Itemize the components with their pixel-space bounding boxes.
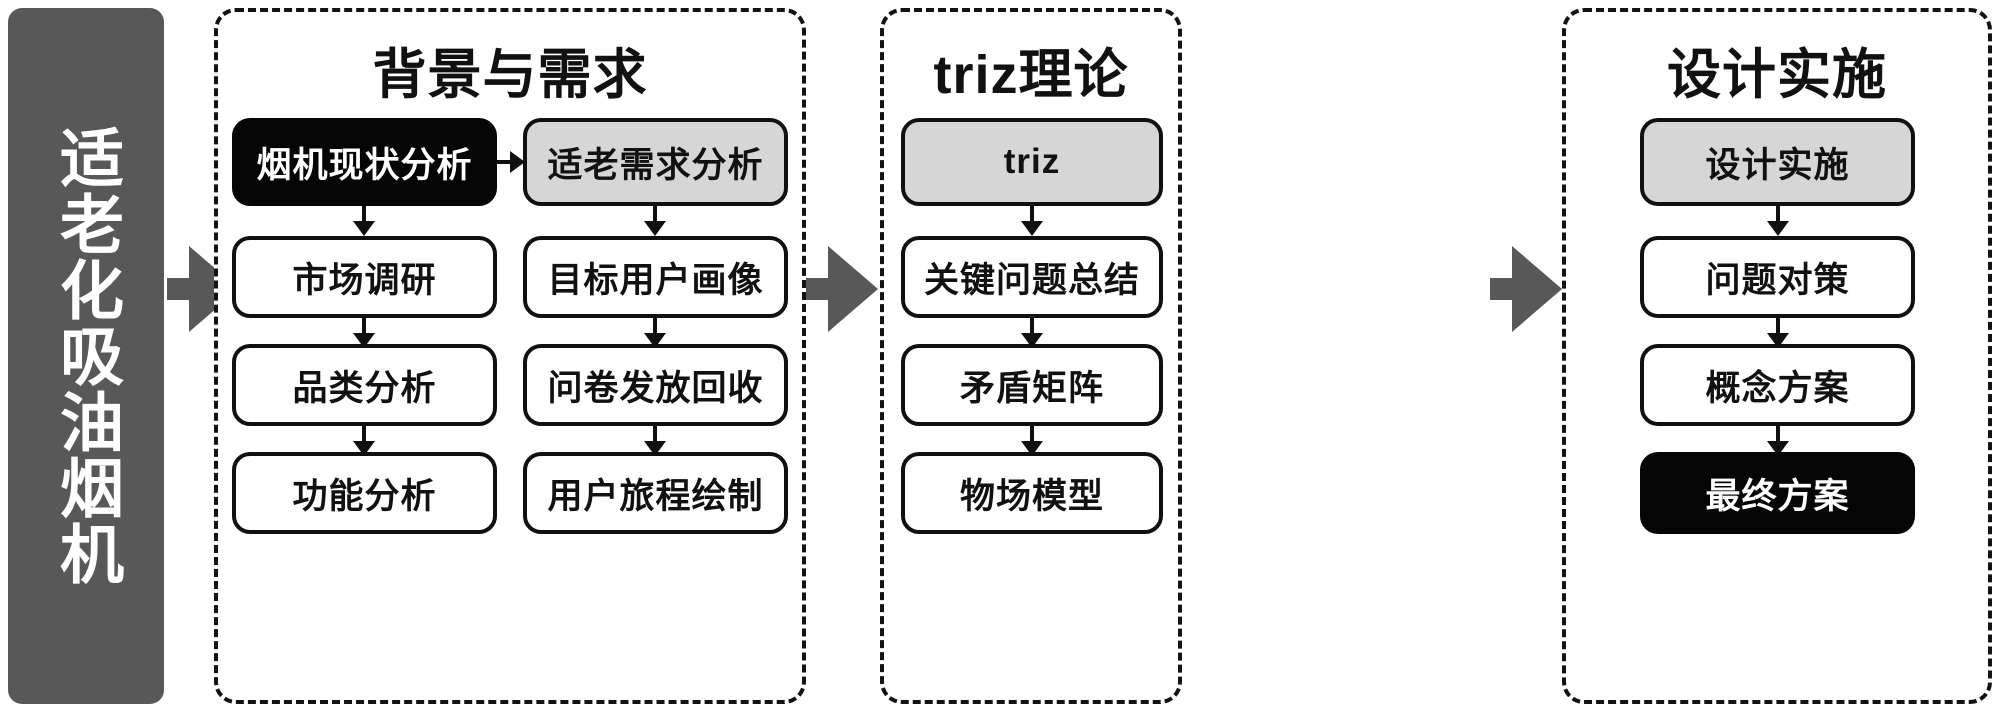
node-user-journey-mapping[interactable]: 用户旅程绘制 [523, 452, 788, 534]
node-elderly-demand-analysis[interactable]: 适老需求分析 [523, 118, 788, 206]
arrow-shaft [1490, 278, 1516, 300]
group-title-design: 设计实施 [1667, 45, 1887, 105]
node-triz[interactable]: triz [901, 118, 1163, 206]
arrow-head [828, 246, 878, 332]
connector-line [362, 426, 366, 444]
node-category-analysis[interactable]: 品类分析 [232, 344, 497, 426]
connector-status-to-market [353, 206, 375, 236]
connector-line [1776, 318, 1780, 336]
project-banner-label: 适老化吸油烟机 [50, 125, 123, 587]
group-title-background: 背景与需求 [372, 45, 648, 105]
connector-arrowhead [510, 151, 525, 173]
connector-line [653, 426, 657, 444]
connector-line [653, 206, 657, 224]
project-banner: 适老化吸油烟机 [8, 8, 164, 704]
node-questionnaire-collection[interactable]: 问卷发放回收 [523, 344, 788, 426]
connector-line [362, 318, 366, 336]
node-smoke-machine-status[interactable]: 烟机现状分析 [232, 118, 497, 206]
connector-arrowhead [353, 221, 375, 236]
connector-line [497, 160, 513, 164]
connector-line [1030, 318, 1034, 336]
node-function-analysis[interactable]: 功能分析 [232, 452, 497, 534]
connector-line [1776, 426, 1780, 444]
node-key-problem-summary[interactable]: 关键问题总结 [901, 236, 1163, 318]
connector-line [362, 206, 366, 224]
arrow-shaft [806, 278, 832, 300]
connector-line [653, 318, 657, 336]
node-contradiction-matrix[interactable]: 矛盾矩阵 [901, 344, 1163, 426]
node-substance-field-model[interactable]: 物场模型 [901, 452, 1163, 534]
node-market-research[interactable]: 市场调研 [232, 236, 497, 318]
connector-arrowhead [1767, 221, 1789, 236]
connector-status-to-demand [497, 151, 525, 173]
connector-design-to-countermeasure [1767, 206, 1789, 236]
node-concept-scheme[interactable]: 概念方案 [1640, 344, 1915, 426]
connector-arrowhead [644, 221, 666, 236]
node-problem-countermeasure[interactable]: 问题对策 [1640, 236, 1915, 318]
node-design-implementation[interactable]: 设计实施 [1640, 118, 1915, 206]
connector-line [1030, 426, 1034, 444]
connector-triz-to-key-problems [1021, 206, 1043, 236]
connector-line [1776, 206, 1780, 224]
arrow-shaft [167, 278, 193, 300]
arrow-head [1512, 246, 1562, 332]
node-final-scheme[interactable]: 最终方案 [1640, 452, 1915, 534]
node-target-user-persona[interactable]: 目标用户画像 [523, 236, 788, 318]
connector-line [1030, 206, 1034, 224]
connector-demand-to-persona [644, 206, 666, 236]
group-title-triz: triz理论 [933, 45, 1129, 105]
connector-arrowhead [1021, 221, 1043, 236]
flow-arrow-background-to-triz [806, 246, 878, 332]
flow-arrow-triz-to-design [1490, 246, 1562, 332]
